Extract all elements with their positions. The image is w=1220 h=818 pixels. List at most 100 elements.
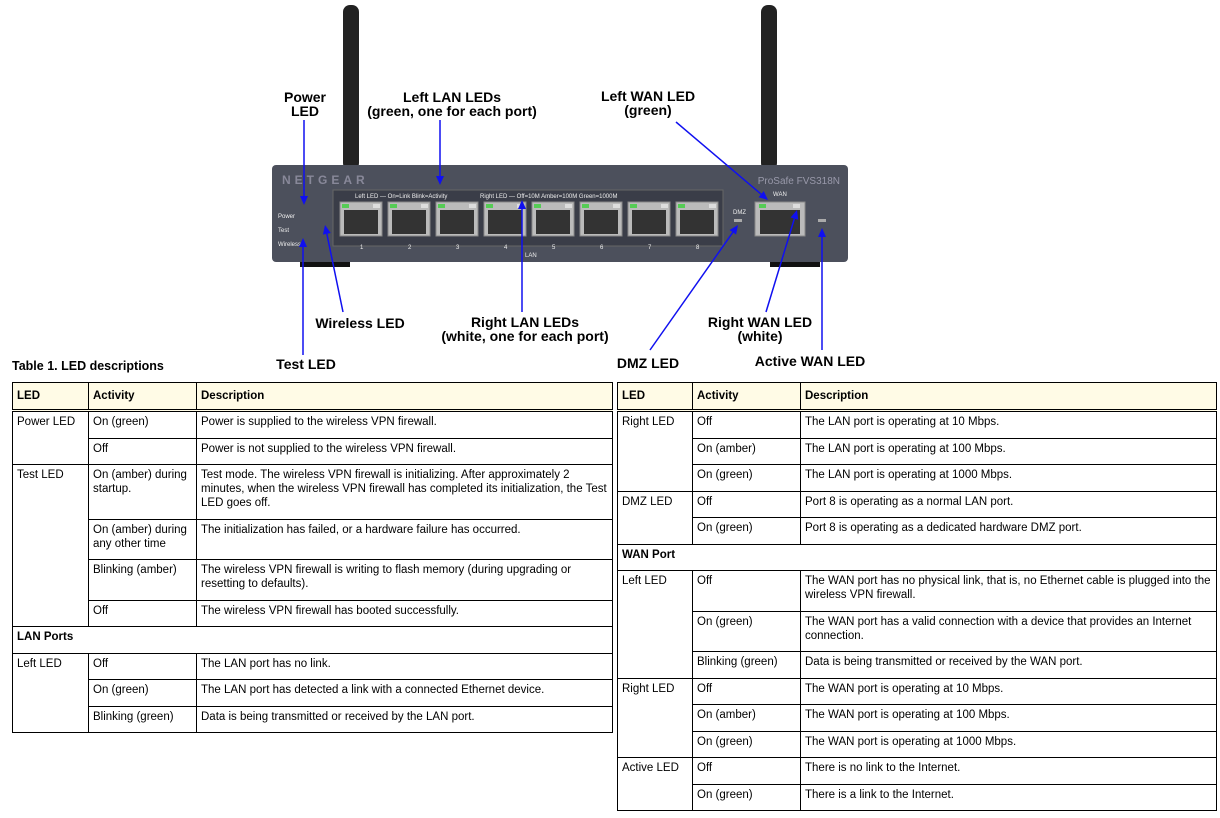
description-cell: There is a link to the Internet. [800, 783, 1217, 811]
right-led-legend: Right LED — Off=10M Amber=100M Green=100… [480, 194, 617, 200]
table-row: On (green)The LAN port is operating at 1… [618, 464, 1217, 492]
right-lan-led [709, 204, 716, 208]
activity-cell: Off [88, 599, 197, 627]
led-name: Test LED [12, 464, 89, 627]
brand-text: NETGEAR [282, 173, 369, 187]
right-lan-led [421, 204, 428, 208]
activity-cell: On (amber) [692, 437, 801, 465]
activity-cell: On (amber) during any other time [88, 518, 197, 560]
left-lan-led [438, 204, 445, 208]
description-cell: The wireless VPN firewall has booted suc… [196, 599, 613, 627]
led-name: Power LED [12, 410, 89, 465]
left-lan-led [582, 204, 589, 208]
left-led-legend: Left LED — On=Link Blink=Activity [355, 194, 447, 200]
led-name: Right LED [617, 677, 693, 758]
left-lan-led [486, 204, 493, 208]
test-side-label: Test [278, 228, 289, 234]
wireless-side-label: Wireless [278, 242, 301, 248]
description-cell: Port 8 is operating as a normal LAN port… [800, 490, 1217, 518]
section-title: LAN Ports [12, 626, 613, 654]
table-row: On (green)The LAN port has detected a li… [13, 679, 613, 707]
lan-port-7: 7 [627, 201, 671, 251]
led-name: Right LED [617, 410, 693, 492]
port-number: 2 [408, 245, 412, 251]
led-name: Active LED [617, 757, 693, 811]
activity-cell: Off [692, 410, 801, 439]
right-lan-led [373, 204, 380, 208]
port-number: 6 [600, 245, 604, 251]
lan-text: LAN [525, 253, 537, 259]
callout-right-wan: Right WAN LED(white) [707, 314, 813, 344]
callout-arrow [436, 120, 444, 185]
description-cell: Test mode. The wireless VPN firewall is … [196, 464, 613, 520]
column-header: Activity [692, 382, 801, 412]
description-cell: The wireless VPN firewall is writing to … [196, 559, 613, 601]
activity-cell: On (green) [88, 679, 197, 707]
callout-right-lan: Right LAN LEDs(white, one for each port) [441, 314, 609, 344]
callout-left-wan: Left WAN LED(green) [600, 88, 696, 118]
right-lan-led [661, 204, 668, 208]
table-row: On (green)There is a link to the Interne… [618, 783, 1217, 811]
left-lan-led [342, 204, 349, 208]
lan-port-3: 3 [435, 201, 479, 251]
left-lan-led [678, 204, 685, 208]
description-cell: The LAN port is operating at 100 Mbps. [800, 437, 1217, 465]
column-header: Description [800, 382, 1217, 412]
description-cell: The WAN port has no physical link, that … [800, 570, 1217, 612]
callout-active-wan: Active WAN LED [754, 353, 866, 369]
power-side-label: Power [278, 214, 295, 220]
callout-arrow [300, 120, 308, 205]
activity-cell: Blinking (green) [88, 705, 197, 733]
left-lan-led [534, 204, 541, 208]
activity-cell: On (green) [692, 464, 801, 492]
description-cell: Data is being transmitted or received by… [800, 651, 1217, 679]
description-cell: The LAN port is operating at 1000 Mbps. [800, 464, 1217, 492]
description-cell: The WAN port is operating at 100 Mbps. [800, 704, 1217, 732]
activity-cell: On (green) [692, 730, 801, 758]
activity-cell: Off [692, 570, 801, 612]
activity-cell: Off [692, 677, 801, 705]
port-number: 1 [360, 245, 364, 251]
table-row: On (amber)The WAN port is operating at 1… [618, 704, 1217, 732]
description-cell: Port 8 is operating as a dedicated hardw… [800, 517, 1217, 545]
left-lan-led [630, 204, 637, 208]
table-row: Blinking (amber)The wireless VPN firewal… [13, 559, 613, 601]
table-caption: Table 1. LED descriptions [12, 359, 164, 373]
lan-port-2: 2 [387, 201, 431, 251]
callout-arrow [765, 210, 799, 313]
port-number: 5 [552, 245, 556, 251]
description-cell: There is no link to the Internet. [800, 757, 1217, 785]
description-cell: The LAN port has no link. [196, 652, 613, 680]
activity-cell: Blinking (green) [692, 651, 801, 679]
section-row: WAN Port [617, 543, 1217, 571]
lan-port-6: 6 [579, 201, 623, 251]
activity-cell: On (green) [88, 410, 197, 439]
left-antenna [343, 5, 359, 170]
description-cell: The WAN port has a valid connection with… [800, 610, 1217, 652]
section-title: WAN Port [617, 543, 1217, 571]
column-header: LED [12, 382, 89, 412]
description-cell: Power is supplied to the wireless VPN fi… [196, 410, 613, 439]
lan-port-8: 8 [675, 201, 719, 251]
lan-port-1: 1 [339, 201, 383, 251]
table-row: On (green)The WAN port is operating at 1… [618, 730, 1217, 758]
table-row: On (green)The WAN port has a valid conne… [618, 610, 1217, 652]
port-number: 4 [504, 245, 508, 251]
led-name: DMZ LED [617, 490, 693, 545]
callout-arrow [675, 121, 768, 200]
lan-port-5: 5 [531, 201, 575, 251]
activity-cell: On (green) [692, 610, 801, 652]
activity-cell: On (green) [692, 517, 801, 545]
port-number: 7 [648, 245, 652, 251]
activity-cell: On (green) [692, 783, 801, 811]
